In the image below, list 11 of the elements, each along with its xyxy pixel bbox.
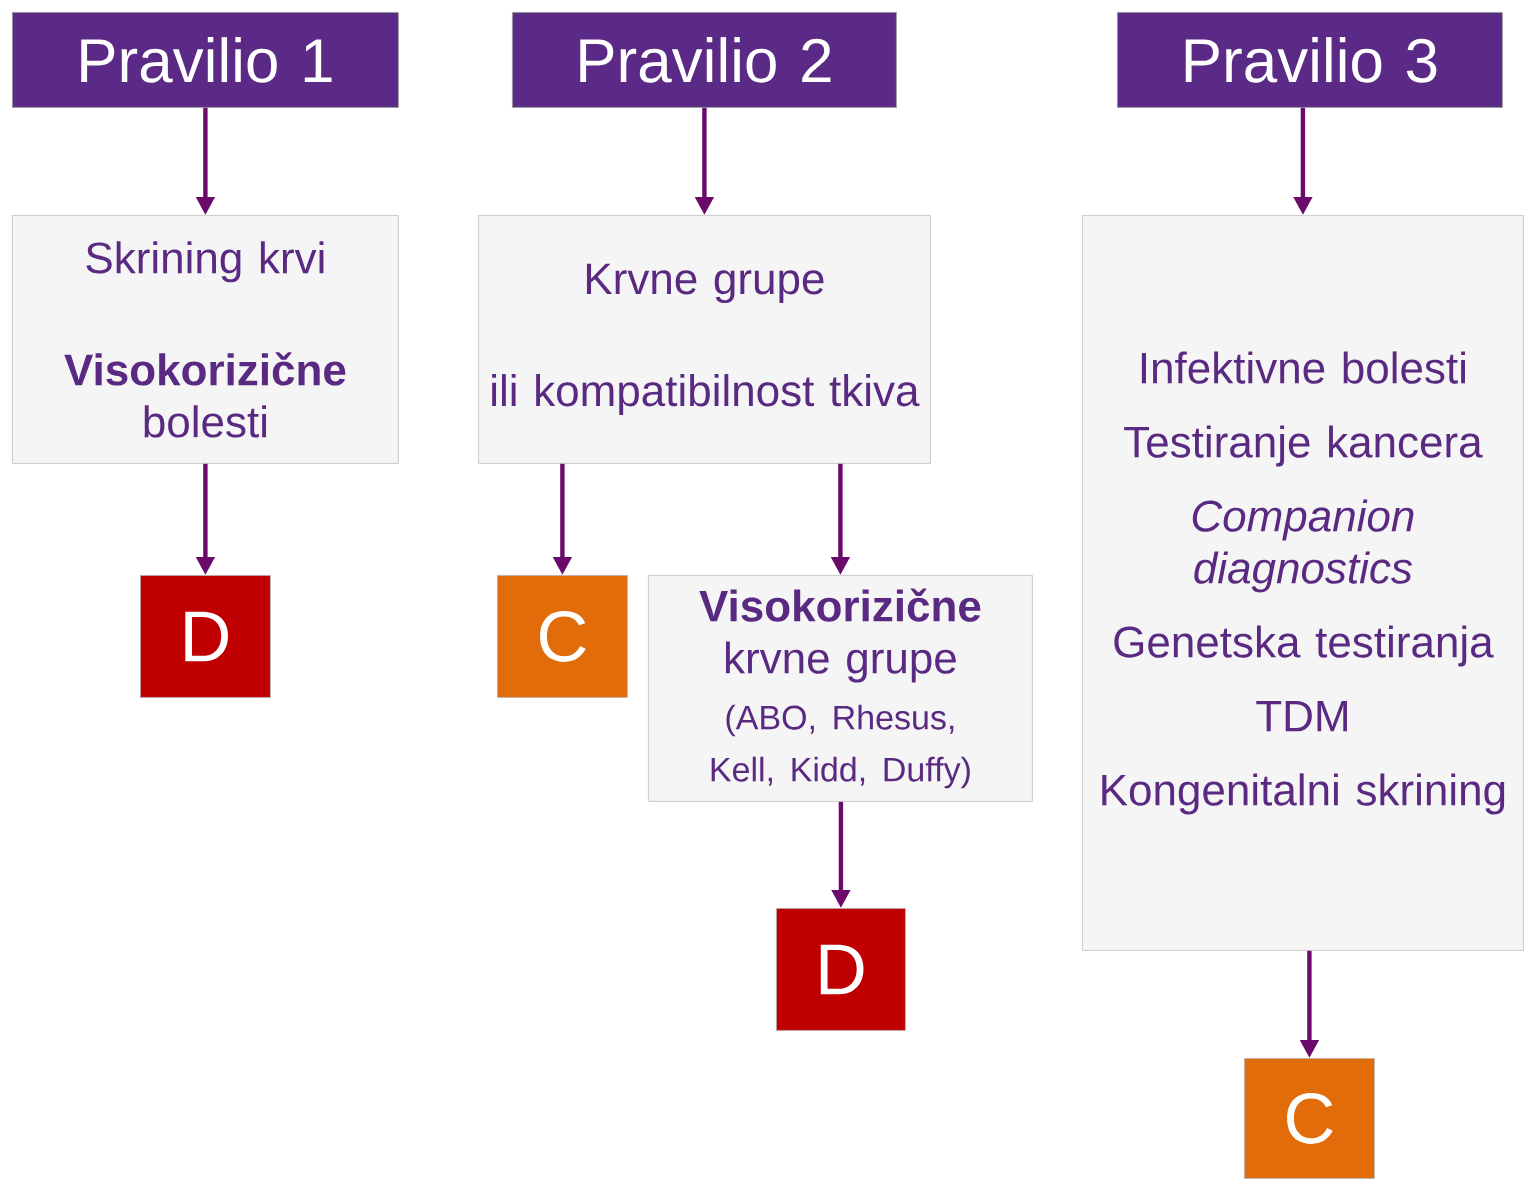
content-box: Infektivne bolesti Testiranje kancera Companion diagnostics Genetska testiranja TDM Kongenitalni skrining [1082,215,1524,951]
content-box: Skrining krvi Visokorizične bolesti [12,215,399,464]
content-box: Krvne grupe ili kompatibilnost tkiva [478,215,931,464]
grade-box: D [140,575,271,698]
header-box: Pravilio 1 [12,12,399,108]
header-box: Pravilio 3 [1117,12,1503,108]
grade-box: D [776,908,906,1031]
grade-box: C [1244,1058,1375,1179]
grade-box: C [497,575,628,698]
header-box: Pravilio 2 [512,12,897,108]
content-box: Visokorizične krvne grupe (ABO, Rhesus, Kell, Kidd, Duffy) [648,575,1033,802]
